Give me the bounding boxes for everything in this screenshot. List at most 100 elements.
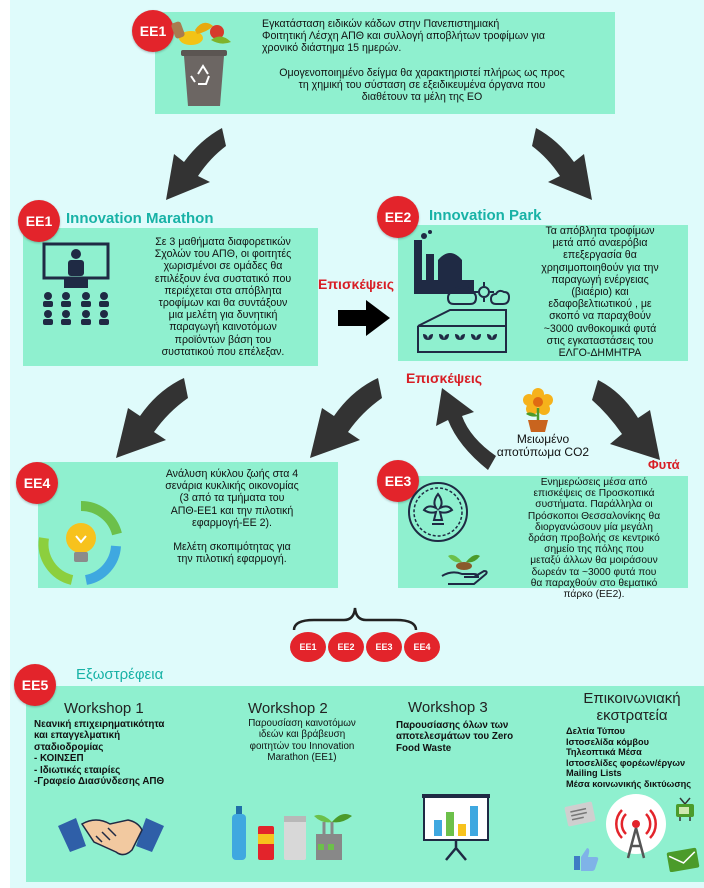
ee2-park-line: στις εγκαταστάσεις του [546,334,654,347]
ee1-marathon-line: προϊόντων βάση του [174,333,272,346]
ee2-small-badge: EE2 [328,632,364,662]
ee2-park-line: ~3000 ανθοκομικά φυτά [543,322,657,335]
campaign-title-line: Επικοινωνιακή [583,690,681,707]
ee3-line: συστήματα. Παράλληλα οι [535,499,653,511]
ee2-park-line: ΕΛΓΟ-ΔΗΜΗΤΡΑ [558,347,642,360]
visits-label-2: Επισκέψεις [406,370,483,386]
circular-economy-bulb-icon [36,500,126,586]
ee1-marathon-title: Innovation Marathon [66,210,214,227]
ee4-line: την πιλοτική εφαρμογή. [177,553,287,566]
campaign-line: Mailing Lists [566,768,622,779]
brace-icon [290,604,420,634]
campaign-title: Επικοινωνιακή εκστρατεία [568,690,696,724]
ee2-park-line: χρησιμοποιηθούν για την [541,261,659,274]
ee2-park-line: Τα απόβλητα τροφίμων [545,225,655,237]
ee1-marathon-line: Σχολών του ΑΠΘ, οι φοιτητές [154,248,292,261]
campaign-line: Ιστοσελίδα κόμβου [566,736,649,747]
ee5-badge: EE5 [14,664,56,706]
hand-plant-icon [440,548,490,586]
workshop-2-line: Marathon (ΕΕ1) [267,752,337,764]
arrow-right-icon [336,298,392,338]
ee5-title: Εξωστρέφεια [76,666,164,683]
ee3-line: πάρκο (ΕΕ2). [563,589,625,601]
ee2-park-text: Τα απόβλητα τροφίμων μετά από αναερόβια … [516,225,684,359]
potted-flower-icon [518,386,558,432]
ee4-line: Μελέτη σκοπιμότητας για [173,541,291,554]
handshake-icon [56,806,166,858]
ee4-line: σενάρια κυκλικής οικονομίας [165,480,299,493]
ee1-marathon-line: μια μελέτη για δυνητική [168,309,278,322]
workshop-2-line: φοιτητών του Innovation [249,740,355,752]
ee2-park-line: μετά από αναερόβια [552,237,648,250]
ee4-text: Ανάλυση κύκλου ζωής στα 4 σενάρια κυκλικ… [132,468,332,565]
ee1-top-line: Ομογενοποιημένο δείγμα θα χαρακτηριστεί … [279,66,565,79]
workshop-1-line: -Γραφείο Διασύνδεσης ΑΠΘ [34,776,165,788]
workshop-1-line: - Ιδιωτικές εταιρίες [34,764,121,776]
ee1-marathon-line: περιέχεται στα απόβλητα [164,284,282,297]
workshop-3-line: αποτελεσμάτων του Zero [396,731,514,743]
workshop-1-text: Νεανική επιχειρηματικότητα και επαγγελμα… [34,719,204,787]
ee1-top-line: διαθέτουν τα μέλη της ΕΟ [361,91,483,104]
classroom-icon [34,238,118,334]
ee2-park-line: παραγωγή ενέργειας [551,273,649,286]
ee3-box [398,476,688,588]
ee3-text: Ενημερώσεις μέσα από επισκέψεις σε Προσκ… [500,477,688,600]
ee3-line: θα παραχθούν στο θεματικό [530,577,658,589]
workshop-2-line: Παρουσίαση καινοτόμων [248,718,356,729]
ee2-park-line: εδαφοβελτιωτικού , με [548,298,652,311]
ee3-line: μεταξύ άλλων θα μοιράσουν [530,555,658,567]
campaign-line: Τηλεοπτικά Μέσα [566,747,642,758]
ee1-top-line: Εγκατάσταση ειδικών κάδων στην Πανεπιστη… [262,18,500,30]
ee2-park-line: επεξεργασία θα [563,249,637,262]
workshop-3-line: Food Waste [396,742,452,754]
ee2-park-title: Innovation Park [429,207,542,224]
presentation-board-icon [420,790,492,862]
tv-icon [674,796,696,822]
campaign-line: Μέσα κοινωνικής δικτύωσης [566,778,691,789]
ee3-line: Ενημερώσεις μέσα από [540,477,648,488]
ee5-box [26,686,704,882]
ee1-marathon-line: επιλέξουν ένα συστατικό που [154,272,292,285]
ee1-top-line: τη χημική του σύσταση σε εξειδικευμένα ό… [298,78,546,91]
broadcast-tower-icon [604,792,668,862]
ee1-top-text: Εγκατάσταση ειδικών κάδων στην Πανεπιστη… [262,18,607,103]
campaign-line: Ιστοσελίδες φορέων/έργων [566,757,686,768]
co2-line: Μειωμένο [516,432,570,446]
food-waste-bin-icon [165,16,245,112]
campaign-line: Δελτία Τύπου [566,726,625,736]
arrow-down-left-icon [286,372,386,462]
ee1-top-line: Φοιτητική Λέσχη ΑΠΘ και συλλογή αποβλήτω… [262,30,546,43]
ee1-marathon-line: Σε 3 μαθήματα διαφορετικών [155,236,291,248]
ee3-line: επισκέψεις σε Προσκοπικά [533,488,655,500]
ee1-marathon-line: χωρισμένοι σε ομάδες θα [163,260,283,273]
ee2-park-line: (βιαέριο) και [571,286,629,299]
arrow-up-left-icon [418,386,498,472]
ee4-small-badge: EE4 [404,632,440,662]
ee3-small-badge: EE3 [366,632,402,662]
ee4-line: ΑΠΘ-ΕΕ1 και την πιλοτική [170,504,294,517]
ee3-line: Πρόσκοποι Θεσσαλονίκης θα [527,510,661,522]
ee3-badge: EE3 [377,460,419,502]
arrow-down-right-icon [590,374,680,464]
ee4-line: εφαρμογή-ΕΕ 2). [192,516,272,529]
ee1-marathon-line: παραγωγή καινοτόμων [169,321,277,334]
ee1-marathon-line: τροφίμων και θα συντάξουν [158,297,288,310]
innovative-products-icon [228,800,378,862]
workshop-3-line: Παρουσίασης όλων των [396,720,509,731]
campaign-text: Δελτία Τύπου Ιστοσελίδα κόμβου Τηλεοπτικ… [566,726,702,790]
workshop-3-text: Παρουσίασης όλων των αποτελεσμάτων του Z… [396,720,546,754]
ee3-line: σημείο της πόλης που [544,544,644,556]
co2-line: αποτύπωμα CO2 [496,445,590,459]
ee1-top-line: χρονικό διάστημα 15 ημερών. [262,42,402,55]
visits-label-1: Επισκέψεις [318,276,395,292]
workshop-1-title: Workshop 1 [64,700,144,717]
plants-label: Φυτά [648,457,680,472]
ee2-park-badge: EE2 [377,196,419,238]
workshop-1-line: σταδιοδρομίας [34,741,104,753]
ee1-marathon-badge: EE1 [18,200,60,242]
ee4-badge: EE4 [16,462,58,504]
ee1-marathon-text: Σε 3 μαθήματα διαφορετικών Σχολών του ΑΠ… [128,236,318,358]
scout-emblem-icon [406,480,470,544]
ee3-line: διοργανώσουν μία μεγάλη [535,521,653,533]
